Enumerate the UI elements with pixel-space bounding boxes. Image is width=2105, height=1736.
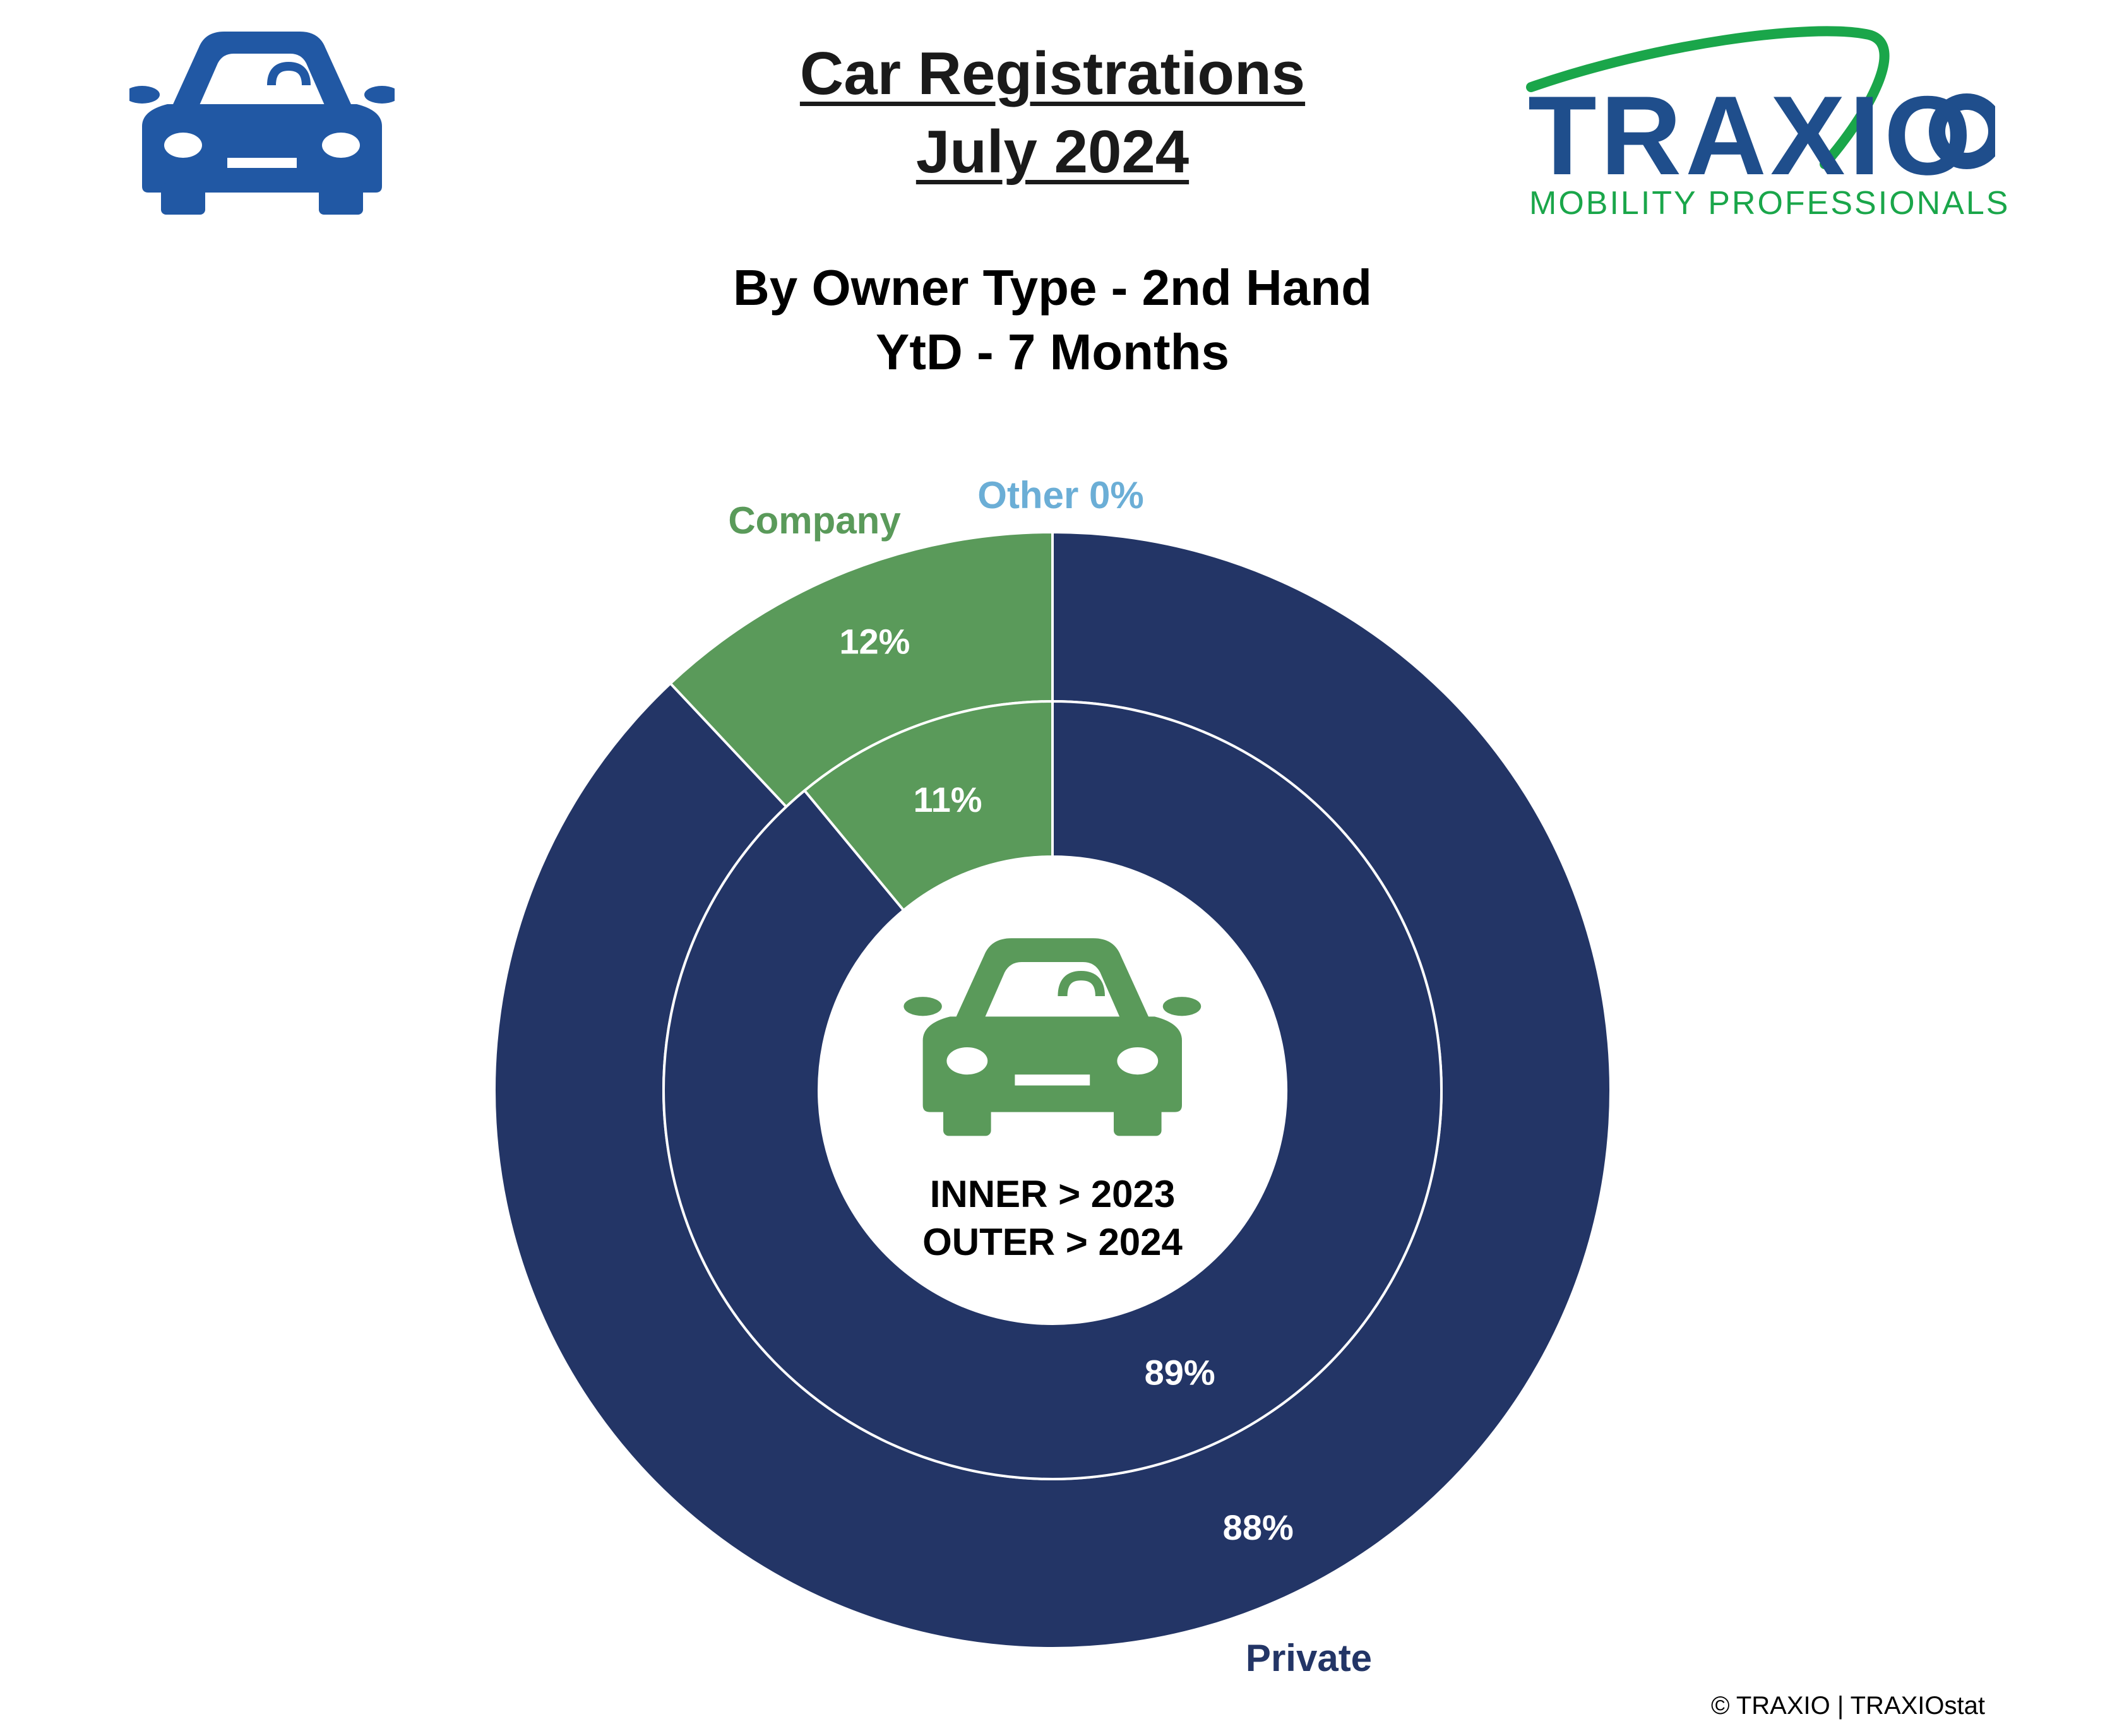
page-title-date: July 2024 [915,118,1190,186]
data-label-outer-company: 12% [839,622,910,662]
inner-ring [662,699,1443,1480]
chart-subtitle: By Owner Type - 2nd Hand [733,259,1372,316]
chart-subtitle-period: YtD - 7 Months [876,324,1229,380]
category-label-company: Company [728,499,901,542]
category-label-private: Private [1246,1637,1372,1679]
title-block: Car Registrations July 2024 [0,35,2105,191]
page-title: Car Registrations [799,40,1306,107]
car-icon [129,32,395,215]
brand-logo: TRAXIO MOBILITY PROFESSIONALS [1515,19,2008,227]
subtitle-block: By Owner Type - 2nd Hand YtD - 7 Months [0,256,2105,384]
brand-tagline: MOBILITY PROFESSIONALS [1529,185,2010,222]
car-icon [903,938,1202,1136]
data-label-inner-company: 11% [914,780,982,819]
footer-credit: © TRAXIO | TRAXIOstat [1710,1692,1985,1720]
center-legend-line: INNER > 2023 [930,1173,1176,1215]
center-legend-line: OUTER > 2024 [922,1221,1183,1263]
brand-swoosh [1526,26,1995,169]
gear-icon [1929,93,1995,169]
data-label-inner-private: 89% [1145,1353,1215,1393]
chart-labels: 88% 12% 89% 11% Company Other 0% Private INNER … [728,474,1372,1679]
category-label-other: Other 0% [977,474,1143,516]
data-label-outer-private: 88% [1223,1507,1294,1547]
brand-wordmark: TRAXIO [1528,73,1976,198]
